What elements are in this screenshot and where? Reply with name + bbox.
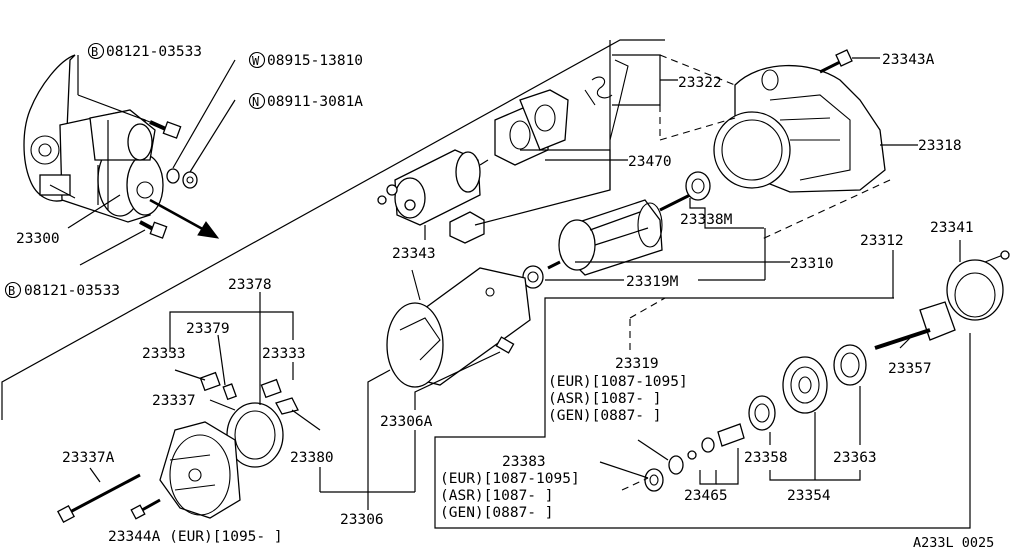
label-23343a: 23343A bbox=[882, 52, 935, 68]
label-23319-eur: (EUR)[1087-1095] bbox=[548, 374, 688, 390]
label-23338m: 23338M bbox=[680, 212, 733, 228]
label-23319-asr: (ASR)[1087- ] bbox=[548, 391, 662, 407]
diagram-code: A233L 0025 bbox=[913, 535, 994, 551]
part-number-08911: 08911-3081A bbox=[267, 94, 363, 110]
bolt-08121-bottom bbox=[79, 220, 168, 266]
yoke-23306 bbox=[386, 267, 531, 388]
part-number-08121-bottom: 08121-03533 bbox=[24, 283, 120, 299]
label-23306a: 23306A bbox=[380, 414, 433, 430]
label-23465: 23465 bbox=[684, 488, 728, 504]
badge-n-letter: N bbox=[252, 95, 259, 109]
label-23363: 23363 bbox=[833, 450, 877, 466]
part-number-23300: 23300 bbox=[16, 231, 60, 247]
label-w-washer: W 08915-13810 bbox=[248, 51, 363, 69]
cover-23341 bbox=[946, 250, 1010, 321]
badge-b-letter-bottom: B bbox=[8, 284, 15, 298]
shaft-23357 bbox=[874, 301, 956, 350]
label-23343: 23343 bbox=[392, 246, 436, 262]
end-frame-23344a bbox=[159, 421, 241, 519]
screw-23344a bbox=[130, 498, 161, 520]
leader-23300 bbox=[67, 194, 121, 229]
label-23319m: 23319M bbox=[626, 274, 679, 290]
washer-nut-parts bbox=[166, 59, 236, 189]
label-23357: 23357 bbox=[888, 361, 932, 377]
label-23306: 23306 bbox=[340, 512, 384, 528]
label-23380: 23380 bbox=[290, 450, 334, 466]
label-23383: 23383 bbox=[502, 454, 546, 470]
label-23378: 23378 bbox=[228, 277, 272, 293]
label-23333-left: 23333 bbox=[142, 346, 186, 362]
small-parts-23465 bbox=[687, 423, 745, 460]
direction-arrow bbox=[149, 198, 220, 239]
starter-assembly-drawing bbox=[23, 54, 164, 223]
label-23319: 23319 bbox=[615, 356, 659, 372]
ring-23358 bbox=[748, 395, 776, 431]
bearing-23338m bbox=[685, 171, 711, 201]
washers-23319-23383 bbox=[644, 455, 684, 492]
long-bolt-23337a bbox=[57, 473, 141, 523]
label-23358: 23358 bbox=[744, 450, 788, 466]
label-n-nut: N 08911-3081A bbox=[248, 92, 363, 110]
label-23322: 23322 bbox=[678, 75, 722, 91]
bearing-23363 bbox=[833, 344, 867, 386]
label-23383-asr: (ASR)[1087- ] bbox=[440, 488, 554, 504]
housing-23318 bbox=[713, 64, 886, 193]
pinion-gear-23354 bbox=[782, 356, 828, 414]
armature-23310 bbox=[547, 193, 691, 276]
badge-b-letter: B bbox=[91, 45, 98, 59]
part-labels: 23322 23343A 23318 23470 23343 23338M 23… bbox=[62, 52, 994, 551]
part-number-08121-top: 08121-03533 bbox=[106, 44, 202, 60]
label-23379: 23379 bbox=[186, 321, 230, 337]
leader-lines bbox=[89, 54, 961, 510]
bolt-23343a bbox=[819, 49, 853, 74]
label-b-bolt-top: B 08121-03533 bbox=[87, 42, 202, 60]
label-23383-eur: (EUR)[1087-1095] bbox=[440, 471, 580, 487]
plate-23337 bbox=[226, 402, 284, 468]
bolt-08121-top bbox=[77, 55, 182, 139]
springs-23322 bbox=[584, 59, 629, 141]
label-23354: 23354 bbox=[787, 488, 831, 504]
label-23337: 23337 bbox=[152, 393, 196, 409]
label-23319-gen: (GEN)[0887- ] bbox=[548, 408, 662, 424]
label-23341: 23341 bbox=[930, 220, 974, 236]
badge-w-letter: W bbox=[252, 54, 260, 68]
part-number-08915: 08915-13810 bbox=[267, 53, 363, 69]
label-23312: 23312 bbox=[860, 233, 904, 249]
label-b-bolt-bottom: B 08121-03533 bbox=[4, 281, 120, 299]
label-23383-gen: (GEN)[0887- ] bbox=[440, 505, 554, 521]
label-23310: 23310 bbox=[790, 256, 834, 272]
label-23470: 23470 bbox=[628, 154, 672, 170]
lever-pad bbox=[449, 211, 485, 244]
brush-parts bbox=[199, 371, 299, 415]
label-23333-right: 23333 bbox=[262, 346, 306, 362]
label-23344a: 23344A (EUR)[1095- ] bbox=[108, 529, 283, 545]
plates-23470 bbox=[494, 89, 569, 166]
solenoid-23343 bbox=[377, 149, 489, 226]
label-23337a: 23337A bbox=[62, 450, 115, 466]
label-23318: 23318 bbox=[918, 138, 962, 154]
